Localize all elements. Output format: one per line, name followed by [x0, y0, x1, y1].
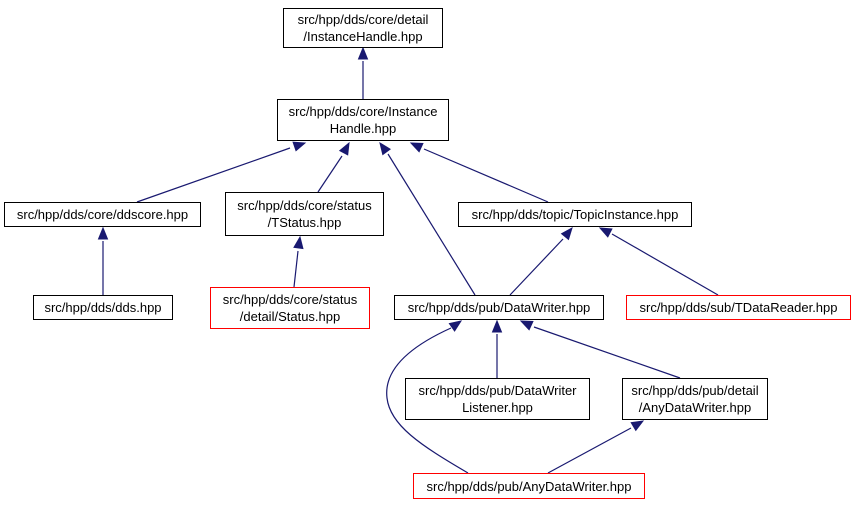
node-label-line: src/hpp/dds/dds.hpp — [44, 300, 162, 315]
node-core-ddscore-hpp[interactable]: src/hpp/dds/core/ddscore.hpp — [4, 202, 201, 227]
node-label-line: Listener.hpp — [462, 400, 533, 415]
edge-topicinstance-to-instancehandle-core — [423, 148, 549, 203]
node-pub-anydatawriter-hpp[interactable]: src/hpp/dds/pub/AnyDataWriter.hpp — [413, 473, 645, 499]
arrowhead-icon — [491, 319, 503, 333]
edge-tdatareader-to-topicinstance — [611, 233, 719, 296]
node-label-line: /AnyDataWriter.hpp — [638, 400, 752, 415]
node-label-line: src/hpp/dds/topic/TopicInstance.hpp — [471, 207, 679, 222]
node-core-status-detail-status-hpp[interactable]: src/hpp/dds/core/status /detail/Status.h… — [210, 287, 370, 329]
node-core-status-tstatus-hpp[interactable]: src/hpp/dds/core/status /TStatus.hpp — [225, 192, 384, 236]
edge-status-detail-to-tstatus — [293, 250, 299, 288]
node-label-line: src/hpp/dds/core/status — [237, 198, 372, 213]
arrowhead-icon — [409, 142, 424, 153]
node-pub-datawriterlistener-hpp[interactable]: src/hpp/dds/pub/DataWriter Listener.hpp — [405, 378, 590, 420]
node-topic-topicinstance-hpp[interactable]: src/hpp/dds/topic/TopicInstance.hpp — [458, 202, 692, 227]
node-label-line: src/hpp/dds/pub/DataWriter — [418, 383, 577, 398]
arrowhead-icon — [357, 46, 369, 60]
edge-anydatawriter-to-datawriter — [386, 327, 469, 474]
arrowhead-icon — [448, 320, 463, 332]
node-label-line: Handle.hpp — [329, 121, 397, 136]
node-label-line: src/hpp/dds/pub/AnyDataWriter.hpp — [426, 478, 632, 494]
edge-ddscore-to-instancehandle-core — [136, 147, 291, 203]
edge-datawriter-to-topicinstance — [509, 238, 564, 296]
node-dds-hpp[interactable]: src/hpp/dds/dds.hpp — [33, 295, 173, 320]
arrowhead-icon — [379, 141, 391, 156]
edge-anydatawriter-detail-to-datawriter — [533, 326, 681, 379]
node-label-line: src/hpp/dds/pub/DataWriter.hpp — [407, 300, 591, 315]
arrowhead-icon — [97, 226, 109, 240]
node-sub-tdatareader-hpp[interactable]: src/hpp/dds/sub/TDataReader.hpp — [626, 295, 851, 320]
node-core-instancehandle-hpp[interactable]: src/hpp/dds/core/Instance Handle.hpp — [277, 99, 449, 141]
arrowhead-icon — [293, 235, 304, 250]
arrowhead-icon — [338, 141, 350, 156]
node-label-line: src/hpp/dds/sub/TDataReader.hpp — [639, 300, 838, 315]
node-label-line: /detail/Status.hpp — [239, 309, 341, 324]
node-pub-detail-anydatawriter-hpp[interactable]: src/hpp/dds/pub/detail /AnyDataWriter.hp… — [622, 378, 768, 420]
edge-anydatawriter-to-anydatawriter-detail — [547, 427, 632, 474]
node-label-line: src/hpp/dds/core/ddscore.hpp — [16, 207, 189, 222]
node-label-line: src/hpp/dds/core/detail — [297, 12, 429, 27]
node-label-line: src/hpp/dds/pub/detail — [631, 383, 759, 398]
arrowhead-icon — [598, 227, 613, 238]
arrowhead-icon — [630, 420, 645, 432]
edge-datawriter-to-instancehandle-core — [387, 153, 476, 296]
edge-tstatus-to-instancehandle-core — [317, 155, 343, 193]
node-label-line: /InstanceHandle.hpp — [303, 29, 423, 44]
node-label-line: src/hpp/dds/core/Instance — [288, 104, 438, 119]
node-pub-datawriter-hpp[interactable]: src/hpp/dds/pub/DataWriter.hpp — [394, 295, 604, 320]
node-label-line: src/hpp/dds/core/status — [222, 292, 358, 307]
node-core-detail-instancehandle-hpp: src/hpp/dds/core/detail /InstanceHandle.… — [283, 8, 443, 48]
node-label-line: /TStatus.hpp — [267, 215, 342, 230]
arrowhead-icon — [519, 320, 534, 331]
arrowhead-icon — [560, 226, 573, 241]
arrowhead-icon — [292, 141, 307, 152]
